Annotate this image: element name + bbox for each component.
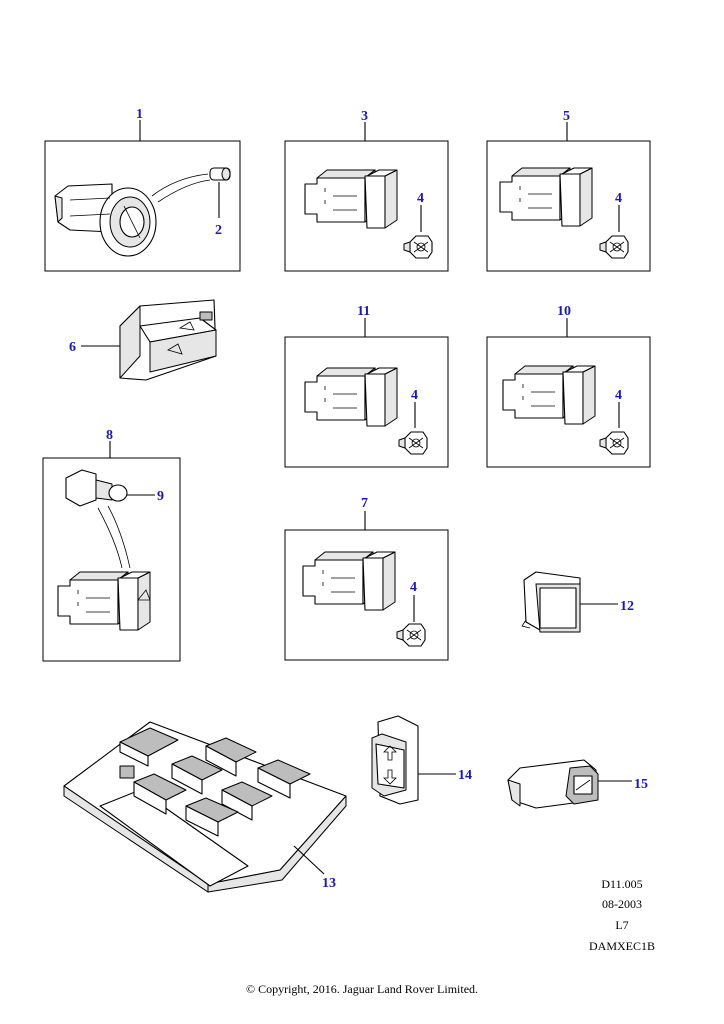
switch-bulb [209, 167, 231, 181]
callout-7: 7 [361, 496, 368, 511]
part-group-15: 15 [507, 759, 648, 809]
callout-1: 1 [136, 107, 143, 122]
callout-9: 9 [157, 489, 164, 504]
callout-4-e: 4 [410, 580, 417, 595]
callout-13: 13 [322, 876, 336, 891]
part-group-1: 1 2 [44, 107, 241, 272]
callout-4-a: 4 [417, 191, 424, 206]
part-group-8: 8 9 [42, 428, 181, 662]
callout-10: 10 [557, 304, 571, 319]
part-group-11: 11 4 [284, 304, 449, 468]
callout-11: 11 [357, 304, 370, 319]
bulb-holder [65, 469, 128, 507]
callout-5: 5 [563, 109, 570, 124]
callout-4-d: 4 [615, 388, 622, 403]
part-group-5: 5 4 [486, 109, 651, 272]
drawing-line: L7 [615, 918, 629, 932]
callout-14: 14 [458, 768, 472, 783]
part-group-3: 3 4 [284, 109, 449, 272]
callout-15: 15 [634, 777, 648, 792]
part-group-6: 6 [69, 299, 217, 381]
part-group-13: 13 [63, 721, 347, 893]
copyright-notice: © Copyright, 2016. Jaguar Land Rover Lim… [245, 982, 479, 996]
part-group-10: 10 4 [486, 304, 651, 468]
part-group-14: 14 [371, 715, 472, 805]
part-group-12: 12 [521, 571, 634, 633]
drawing-ref: DAMXEC1B [588, 939, 655, 953]
callout-4-b: 4 [615, 191, 622, 206]
callout-3: 3 [361, 109, 368, 124]
callout-6: 6 [69, 340, 76, 355]
callout-8: 8 [106, 428, 113, 443]
drawing-date: 08-2003 [602, 897, 642, 911]
drawing-code: D11.005 [601, 877, 643, 891]
headlamp-switch [54, 183, 157, 257]
callout-2: 2 [215, 223, 222, 238]
part-group-7: 7 4 [284, 496, 449, 661]
callout-12: 12 [620, 599, 634, 614]
callout-4-c: 4 [411, 388, 418, 403]
